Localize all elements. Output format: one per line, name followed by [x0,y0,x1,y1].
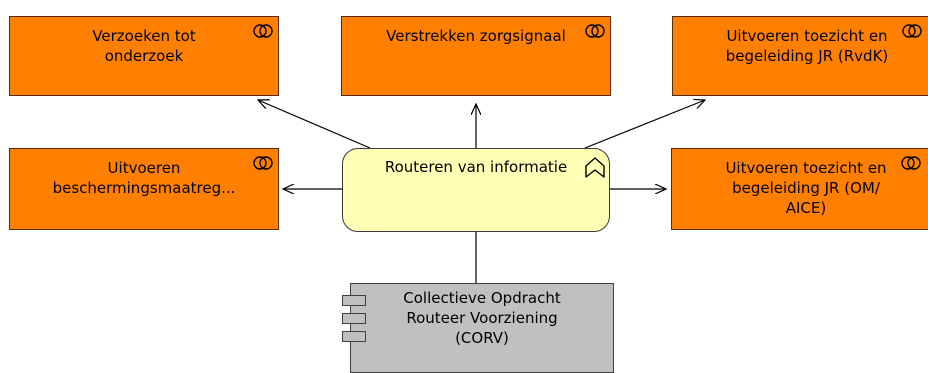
service-interface-icon [253,156,273,170]
service-label-line1: Uitvoeren [107,159,181,177]
service-verstrekken-zorgsignaal[interactable]: Verstrekken zorgsignaal [341,16,611,96]
component-label-line1: Collectieve Opdracht [403,289,561,307]
service-interface-icon [585,24,605,38]
service-toezicht-rvdk[interactable]: Uitvoeren toezicht en begeleiding JR (Rv… [672,16,928,96]
process-routeren-van-informatie[interactable]: Routeren van informatie [342,148,610,232]
component-icon [342,295,366,306]
service-label-line3: AICE) [785,199,827,217]
service-interface-icon [902,24,922,38]
component-label-line3: (CORV) [455,329,509,347]
process-label: Routeren van informatie [384,158,568,176]
service-toezicht-om-aice[interactable]: Uitvoeren toezicht en begeleiding JR (OM… [671,148,928,230]
component-icon [342,331,366,342]
service-verzoeken-tot-onderzoek[interactable]: Verzoeken tot onderzoek [9,16,279,96]
connector-rvdk[interactable] [584,100,705,149]
service-label-line2: begeleiding JR (OM/ [732,179,880,197]
service-label-line1: Verstrekken zorgsignaal [386,27,566,45]
service-label-line1: Uitvoeren toezicht en [726,27,888,45]
component-label-line2: Routeer Voorziening [406,309,558,327]
connectors [0,0,928,283]
service-label-line2: begeleiding JR (RvdK) [725,47,889,65]
service-label-line1: Verzoeken tot [92,27,196,45]
service-interface-icon [901,156,921,170]
component-icon [342,313,366,324]
service-label-line1: Uitvoeren toezicht en [725,159,887,177]
service-beschermingsmaatregel[interactable]: Uitvoeren beschermingsmaatreg... [9,148,279,230]
service-label-line2: beschermingsmaatreg... [52,179,236,197]
application-component-corv[interactable]: Collectieve Opdracht Routeer Voorziening… [342,283,614,373]
process-chevron-icon [585,157,605,178]
connector-verzoeken[interactable] [258,100,371,149]
service-label-line2: onderzoek [104,47,184,65]
service-interface-icon [253,24,273,38]
